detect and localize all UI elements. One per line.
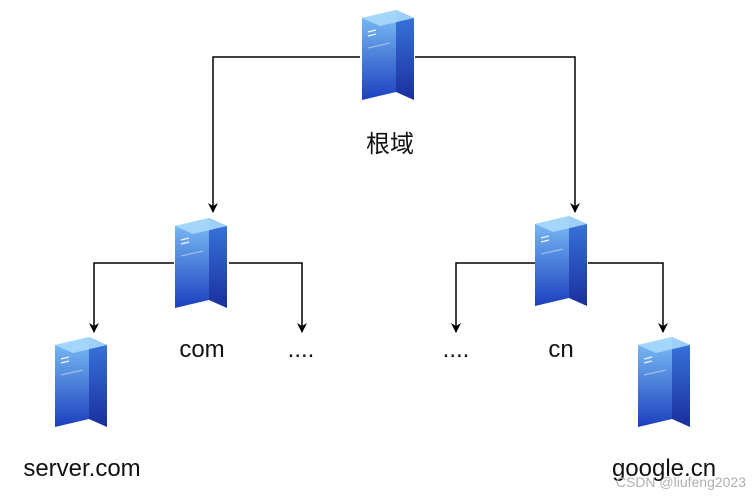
edge-root-to-cn — [415, 56, 580, 213]
edge-cn-to-google-cn — [588, 262, 668, 333]
server-icon — [534, 215, 588, 307]
node-google-cn: google.cn — [612, 336, 716, 482]
ellipsis-com-more: .... — [288, 336, 315, 363]
edge-com-to-server-com — [89, 262, 174, 333]
node-google-cn-label: google.cn — [612, 455, 716, 482]
server-icon — [637, 336, 691, 428]
watermark: CSDN @liufeng2023 — [616, 474, 746, 490]
node-com-label: com — [179, 336, 224, 363]
edge-cn-to-more — [451, 262, 535, 333]
edge-com-to-more — [229, 262, 307, 333]
server-icon — [174, 217, 228, 309]
node-com: com — [174, 217, 228, 363]
server-icon — [361, 9, 415, 101]
node-root-label: 根域 — [366, 130, 414, 158]
edges — [89, 56, 668, 333]
ellipsis-cn-more: .... — [443, 336, 470, 363]
node-cn-label: cn — [548, 336, 573, 363]
node-root: 根域 — [361, 9, 415, 158]
node-server-com: server.com — [23, 336, 141, 482]
node-server-com-label: server.com — [23, 455, 140, 482]
server-icon — [54, 336, 108, 428]
edge-root-to-com — [208, 56, 360, 213]
node-cn: cn — [534, 215, 588, 363]
